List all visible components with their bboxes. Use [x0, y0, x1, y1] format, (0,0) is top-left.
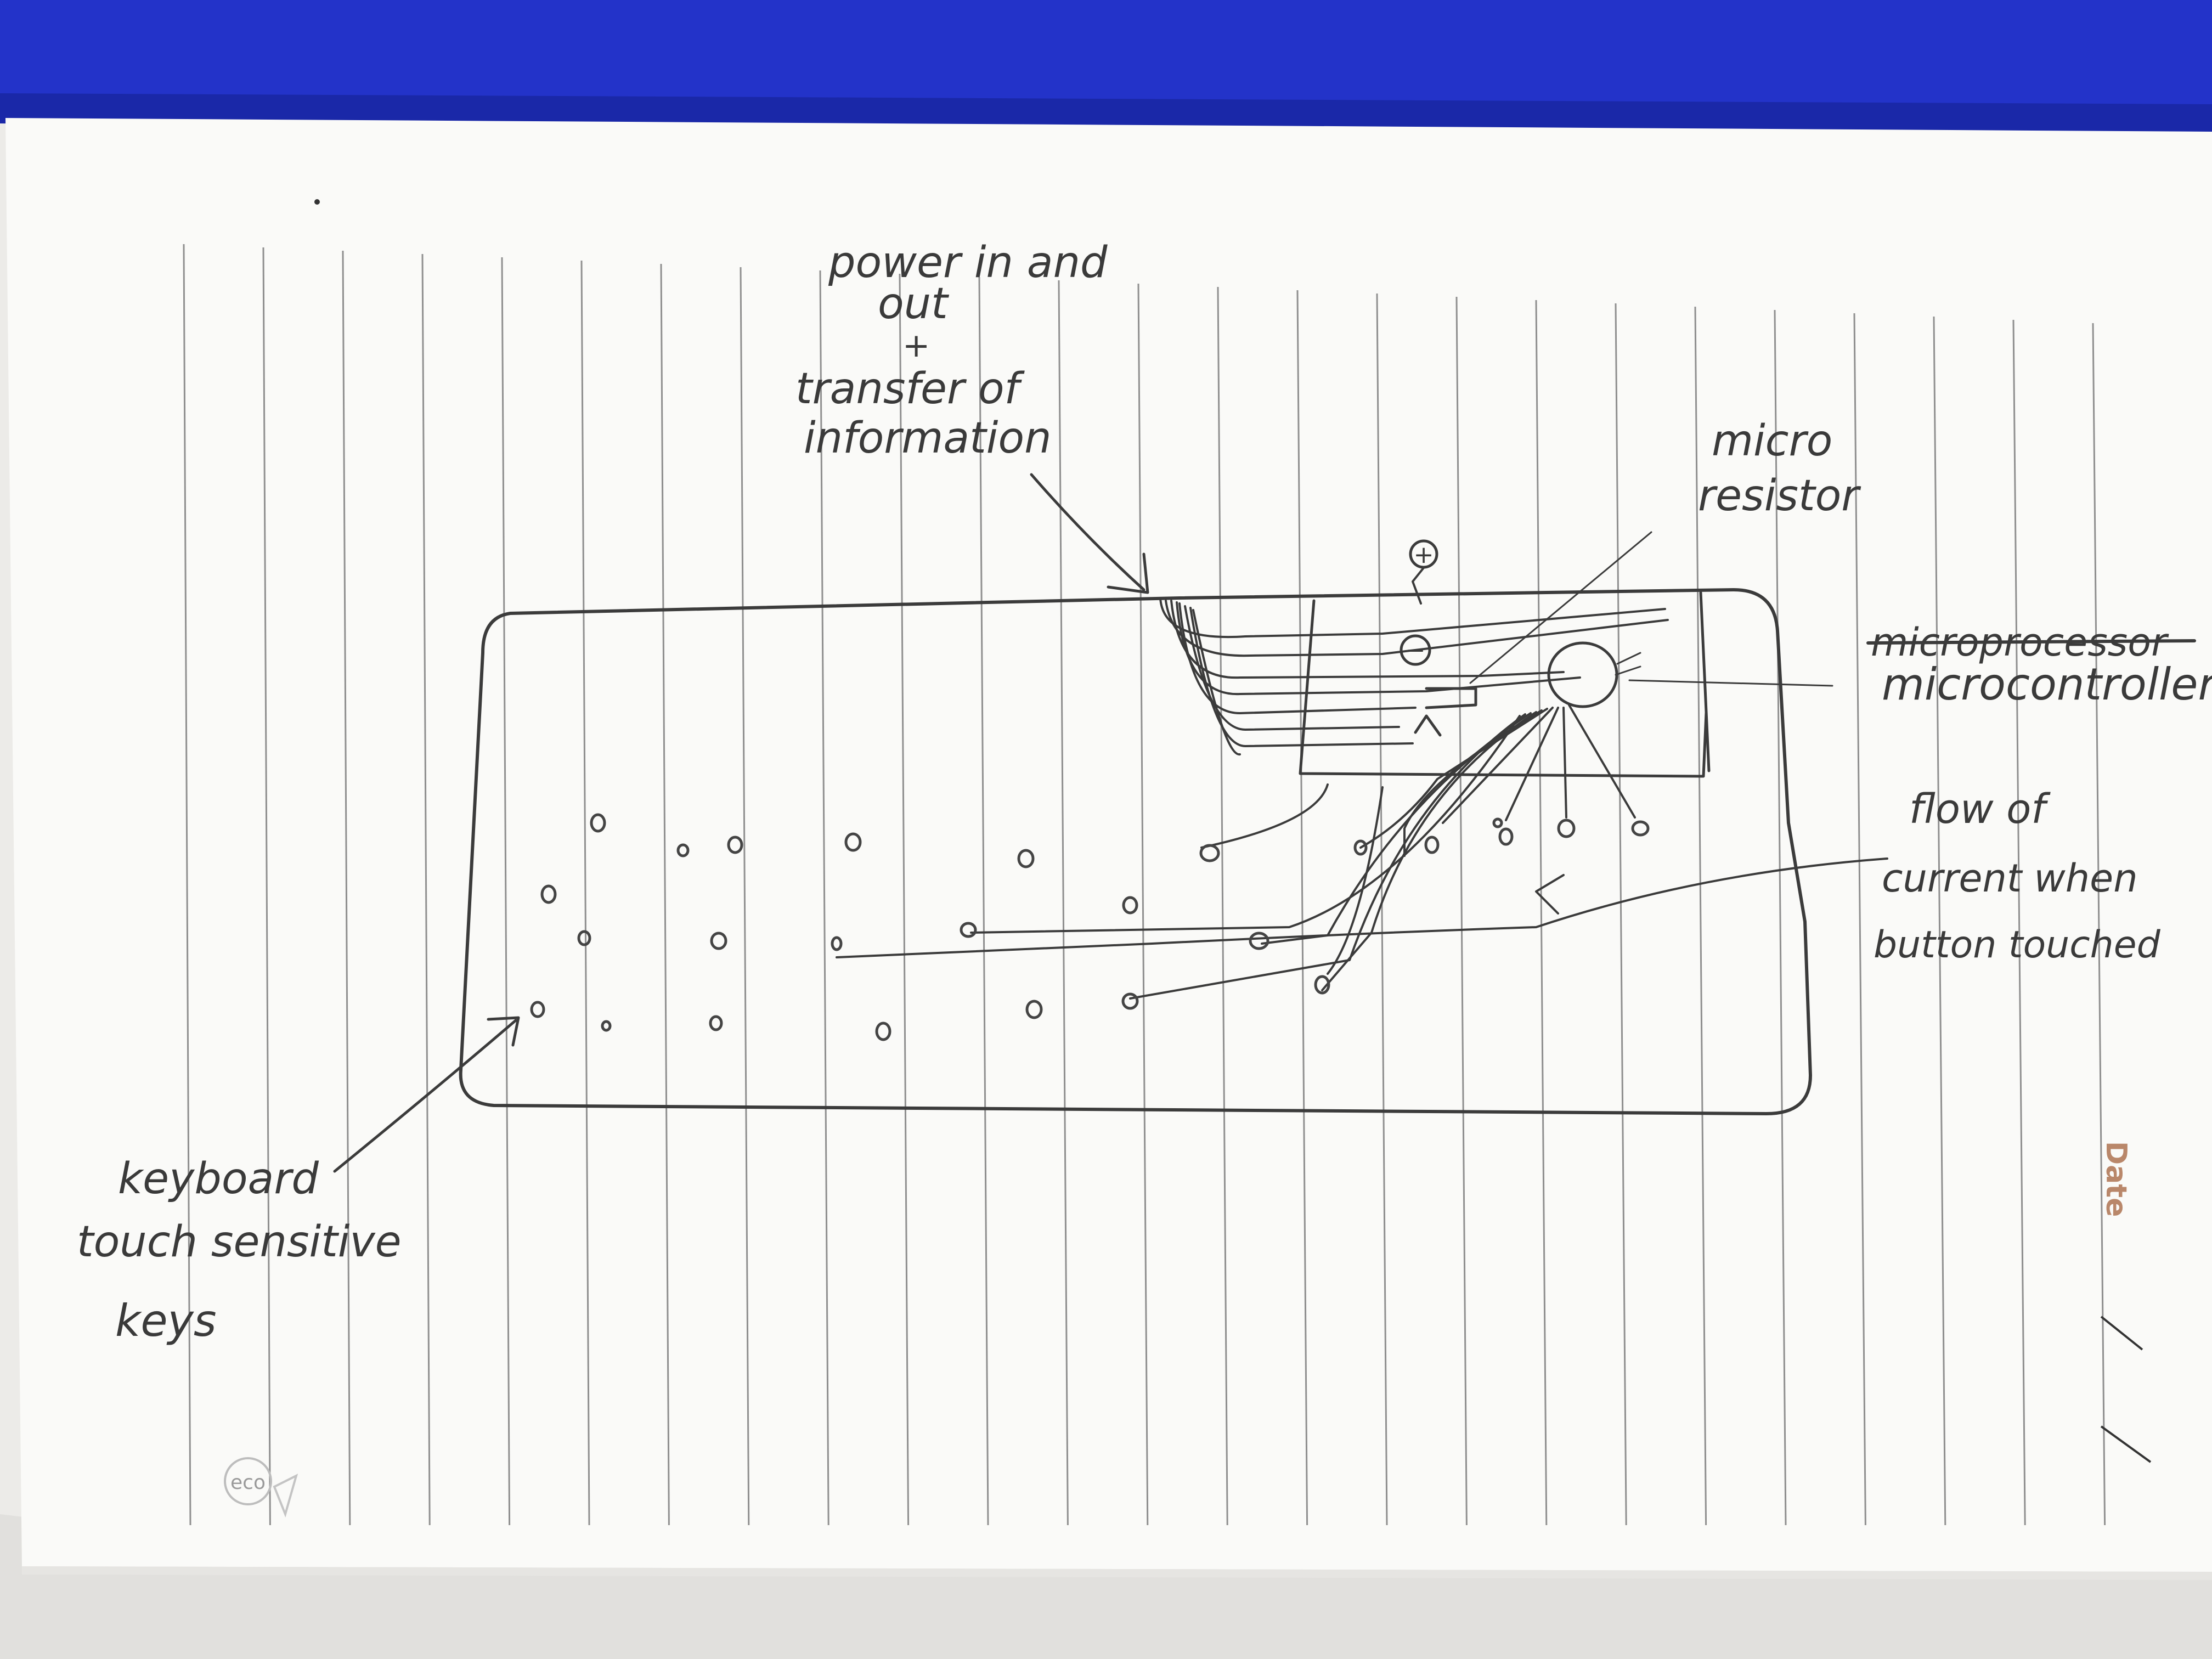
microcontroller-text: microcontroller — [1882, 659, 2212, 710]
keyboard-label-line-1: keyboard — [118, 1154, 319, 1204]
eco-logo-text: eco — [230, 1471, 266, 1494]
flow-label-line-3: button touched — [1874, 923, 2161, 967]
date-label: Date — [2100, 1141, 2132, 1217]
flow-label-line-1: flow of — [1909, 786, 2051, 833]
microcontroller-label: microprocessor microcontroller — [1868, 620, 2212, 710]
micro-resistor-label-line-2: resistor — [1698, 471, 1861, 521]
flow-label-line-2: current when — [1882, 856, 2138, 901]
power-label-line-3: + — [902, 326, 930, 365]
power-label-line-4: transfer of — [795, 364, 1025, 414]
power-label-line-1: power in and — [828, 238, 1108, 287]
power-label-line-5: information — [804, 414, 1052, 463]
stray-ink-dot — [314, 199, 320, 205]
power-label-line-2: out — [878, 279, 949, 329]
strike-through-line — [1868, 641, 2194, 643]
keyboard-label-line-3: keys — [115, 1295, 217, 1346]
plus-terminal-symbol: + — [1414, 541, 1434, 569]
micro-resistor-label-line-1: micro — [1712, 416, 1832, 466]
keyboard-label-line-2: touch sensitive — [77, 1217, 402, 1267]
minus-terminal-symbol: − — [1406, 636, 1426, 664]
paper-sheet — [5, 118, 2212, 1572]
